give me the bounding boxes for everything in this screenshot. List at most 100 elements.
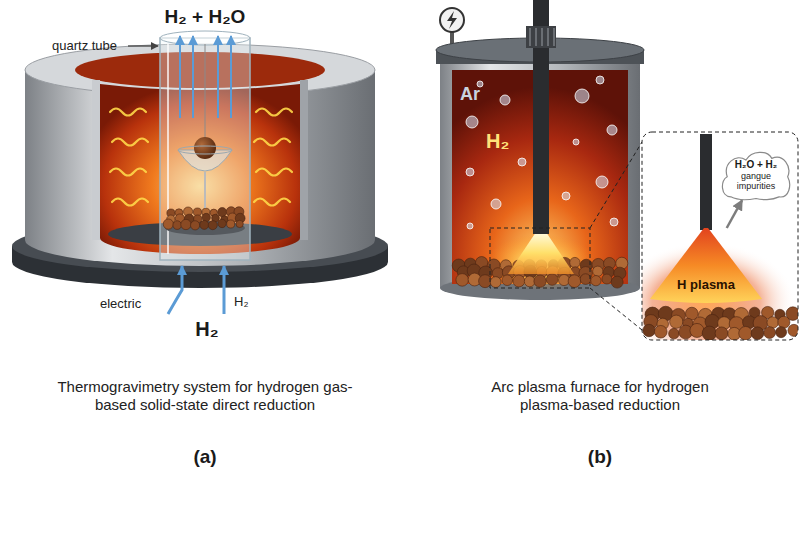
pellet (591, 276, 601, 286)
inlet-arrows (168, 266, 224, 314)
pellet (593, 266, 603, 276)
pellet (570, 257, 580, 267)
plasma-outline (650, 228, 762, 303)
gas-bubble (596, 176, 608, 188)
panel-letter: (a) (193, 446, 216, 468)
gas-bubble (466, 168, 474, 176)
gas-bubble (575, 89, 589, 103)
quartz-tube (160, 38, 250, 260)
gear-teeth (530, 28, 554, 46)
inset-content (642, 134, 798, 340)
gear-tooth (547, 28, 549, 46)
pellet (558, 275, 569, 286)
pellet (602, 274, 612, 284)
pellet (456, 274, 469, 287)
pellet (739, 326, 753, 340)
pellet (534, 275, 546, 287)
gas-bubble (573, 139, 579, 145)
pellet (764, 327, 776, 339)
gas-bubble (562, 192, 570, 200)
heating-wire (256, 169, 292, 176)
gas-arrow (223, 266, 226, 314)
pellet (702, 326, 716, 340)
pressure-gauge (440, 8, 464, 32)
plasma-jet (508, 232, 574, 274)
node-text: H₂O + H₂ (727, 159, 785, 171)
pellet (643, 324, 655, 336)
quartz-tube-rim (160, 31, 250, 45)
zoom-line (590, 142, 642, 228)
pellet (654, 325, 667, 338)
inset-electrode (700, 134, 712, 230)
wall-cut (92, 80, 100, 240)
pellet (218, 219, 226, 227)
gas-label: H₂ (195, 318, 218, 342)
gas-label: H₂ + H₂O (165, 6, 246, 28)
gear-tooth (529, 28, 531, 46)
gas-arrow (230, 36, 232, 118)
pellet (690, 323, 704, 337)
pellet (669, 328, 680, 339)
part-label: electric (100, 296, 141, 311)
arc-plasma-furnace (436, 0, 800, 356)
gas-bubble (607, 125, 617, 135)
gas-label: H₂ (486, 130, 509, 154)
pellet (163, 219, 173, 229)
pellet (200, 220, 209, 229)
pellet (191, 221, 200, 230)
gas-arrow (192, 36, 194, 118)
pellet (776, 327, 787, 338)
pellet (580, 274, 591, 285)
node-text: H plasma (654, 278, 758, 293)
outlet-arrows (180, 36, 231, 118)
heating-wire (110, 109, 146, 116)
flow-arrow (727, 200, 742, 228)
gas-label: H₂ (234, 294, 248, 309)
pellet (568, 275, 581, 288)
pellet (236, 220, 243, 227)
heating-wire (254, 139, 290, 146)
holder-rod (204, 172, 206, 208)
pellet (670, 315, 683, 328)
heating-wire (112, 139, 148, 146)
pellet (490, 277, 501, 288)
pellet (227, 220, 235, 228)
pellet (751, 327, 764, 340)
wall-cut (300, 80, 308, 240)
pellet (181, 219, 191, 229)
suspension-wire (205, 44, 206, 138)
heating-wire (112, 199, 148, 206)
gas-bubble (610, 218, 618, 226)
pellet (778, 316, 790, 328)
zoom-box (490, 228, 590, 288)
crucible-rim (178, 146, 232, 154)
panel-letter: (b) (588, 446, 612, 468)
thermogravimetry-furnace (12, 31, 388, 314)
heating-wire (254, 199, 290, 206)
gas-arrow (168, 266, 182, 314)
gas-bubble (518, 158, 526, 166)
gear-tooth (541, 28, 543, 46)
pellet (502, 275, 513, 286)
pellet (513, 275, 525, 287)
pellet (715, 327, 728, 340)
gas-arrow (217, 36, 219, 118)
node-text: gangue impurities (727, 171, 785, 192)
plasma-cone: H plasma (650, 228, 762, 303)
product-cloud: H₂O + H₂gangue impurities (720, 150, 792, 200)
pellet (524, 276, 535, 287)
sample-ball (194, 137, 216, 159)
gas-bubble (491, 199, 501, 209)
part-label: quartz tube (52, 38, 117, 53)
pellet (546, 274, 558, 286)
pellet-bed (643, 306, 798, 340)
pellet-bed (163, 207, 245, 230)
inset-frame (642, 132, 798, 340)
lightning-symbol (447, 11, 457, 29)
leader-line (128, 45, 158, 46)
gas-bubble (500, 95, 510, 105)
heating-wire (110, 169, 146, 176)
gas-label: Ar (460, 84, 480, 105)
pellet (218, 208, 227, 217)
gear-tooth (553, 28, 555, 46)
